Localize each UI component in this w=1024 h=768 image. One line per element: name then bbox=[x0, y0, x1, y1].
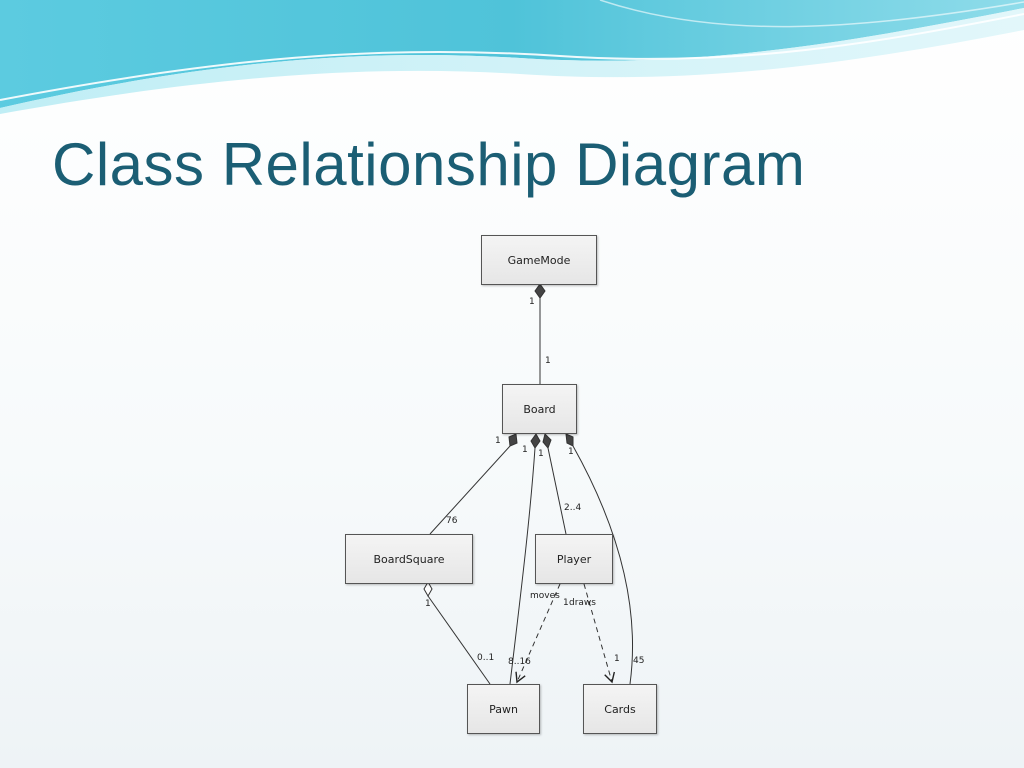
class-pawn: Pawn bbox=[467, 684, 540, 734]
mult-board-pawn-from: 1 bbox=[522, 445, 528, 455]
aggregation-diamond bbox=[423, 580, 433, 598]
class-player: Player bbox=[535, 534, 613, 584]
class-label: Board bbox=[523, 402, 556, 416]
class-label: GameMode bbox=[507, 253, 571, 267]
class-board: Board bbox=[502, 384, 577, 434]
mult-player-cards-to: 1 bbox=[614, 654, 620, 664]
relationship-player-cards bbox=[583, 583, 616, 684]
mult-gamemode-board-to: 1 bbox=[545, 356, 551, 366]
relationship-boardsquare-pawn bbox=[423, 580, 491, 685]
label-player-pawn: moves bbox=[530, 591, 560, 601]
mult-board-boardsquare-from: 1 bbox=[495, 436, 501, 446]
slide-title: Class Relationship Diagram bbox=[52, 131, 806, 198]
composition-diamond bbox=[534, 283, 546, 299]
mult-board-player-from: 1 bbox=[538, 449, 544, 459]
mult-board-cards-from: 1 bbox=[568, 447, 574, 457]
class-label: Player bbox=[556, 552, 592, 566]
relationship-board-boardsquare bbox=[429, 433, 518, 535]
composition-diamond bbox=[542, 433, 552, 449]
mult-boardsquare-pawn-from: 1 bbox=[425, 599, 431, 609]
class-gamemode: GameMode bbox=[481, 235, 597, 285]
class-label: Pawn bbox=[489, 702, 518, 716]
relationship-board-player bbox=[542, 433, 567, 535]
class-cards: Cards bbox=[583, 684, 657, 734]
mult-player-cards-from: 1 bbox=[563, 598, 569, 608]
composition-diamond bbox=[508, 433, 518, 447]
relationship-gamemode-board bbox=[534, 283, 546, 384]
class-boardsquare: BoardSquare bbox=[345, 534, 473, 584]
mult-board-pawn-to: 8..16 bbox=[508, 657, 531, 667]
mult-gamemode-board-from: 1 bbox=[529, 297, 535, 307]
mult-board-player-to: 2..4 bbox=[564, 503, 582, 513]
label-player-cards: draws bbox=[569, 598, 596, 608]
relationship-board-pawn bbox=[509, 433, 541, 685]
composition-diamond bbox=[530, 433, 541, 449]
composition-diamond bbox=[565, 433, 574, 447]
relationship-board-cards bbox=[565, 433, 633, 685]
class-label: Cards bbox=[604, 702, 636, 716]
class-label: BoardSquare bbox=[373, 552, 445, 566]
mult-board-boardsquare-to: 76 bbox=[446, 516, 458, 526]
mult-board-cards-to: 45 bbox=[633, 656, 645, 666]
mult-boardsquare-pawn-to: 0..1 bbox=[477, 653, 495, 663]
header-wave-decoration bbox=[0, 0, 1024, 114]
